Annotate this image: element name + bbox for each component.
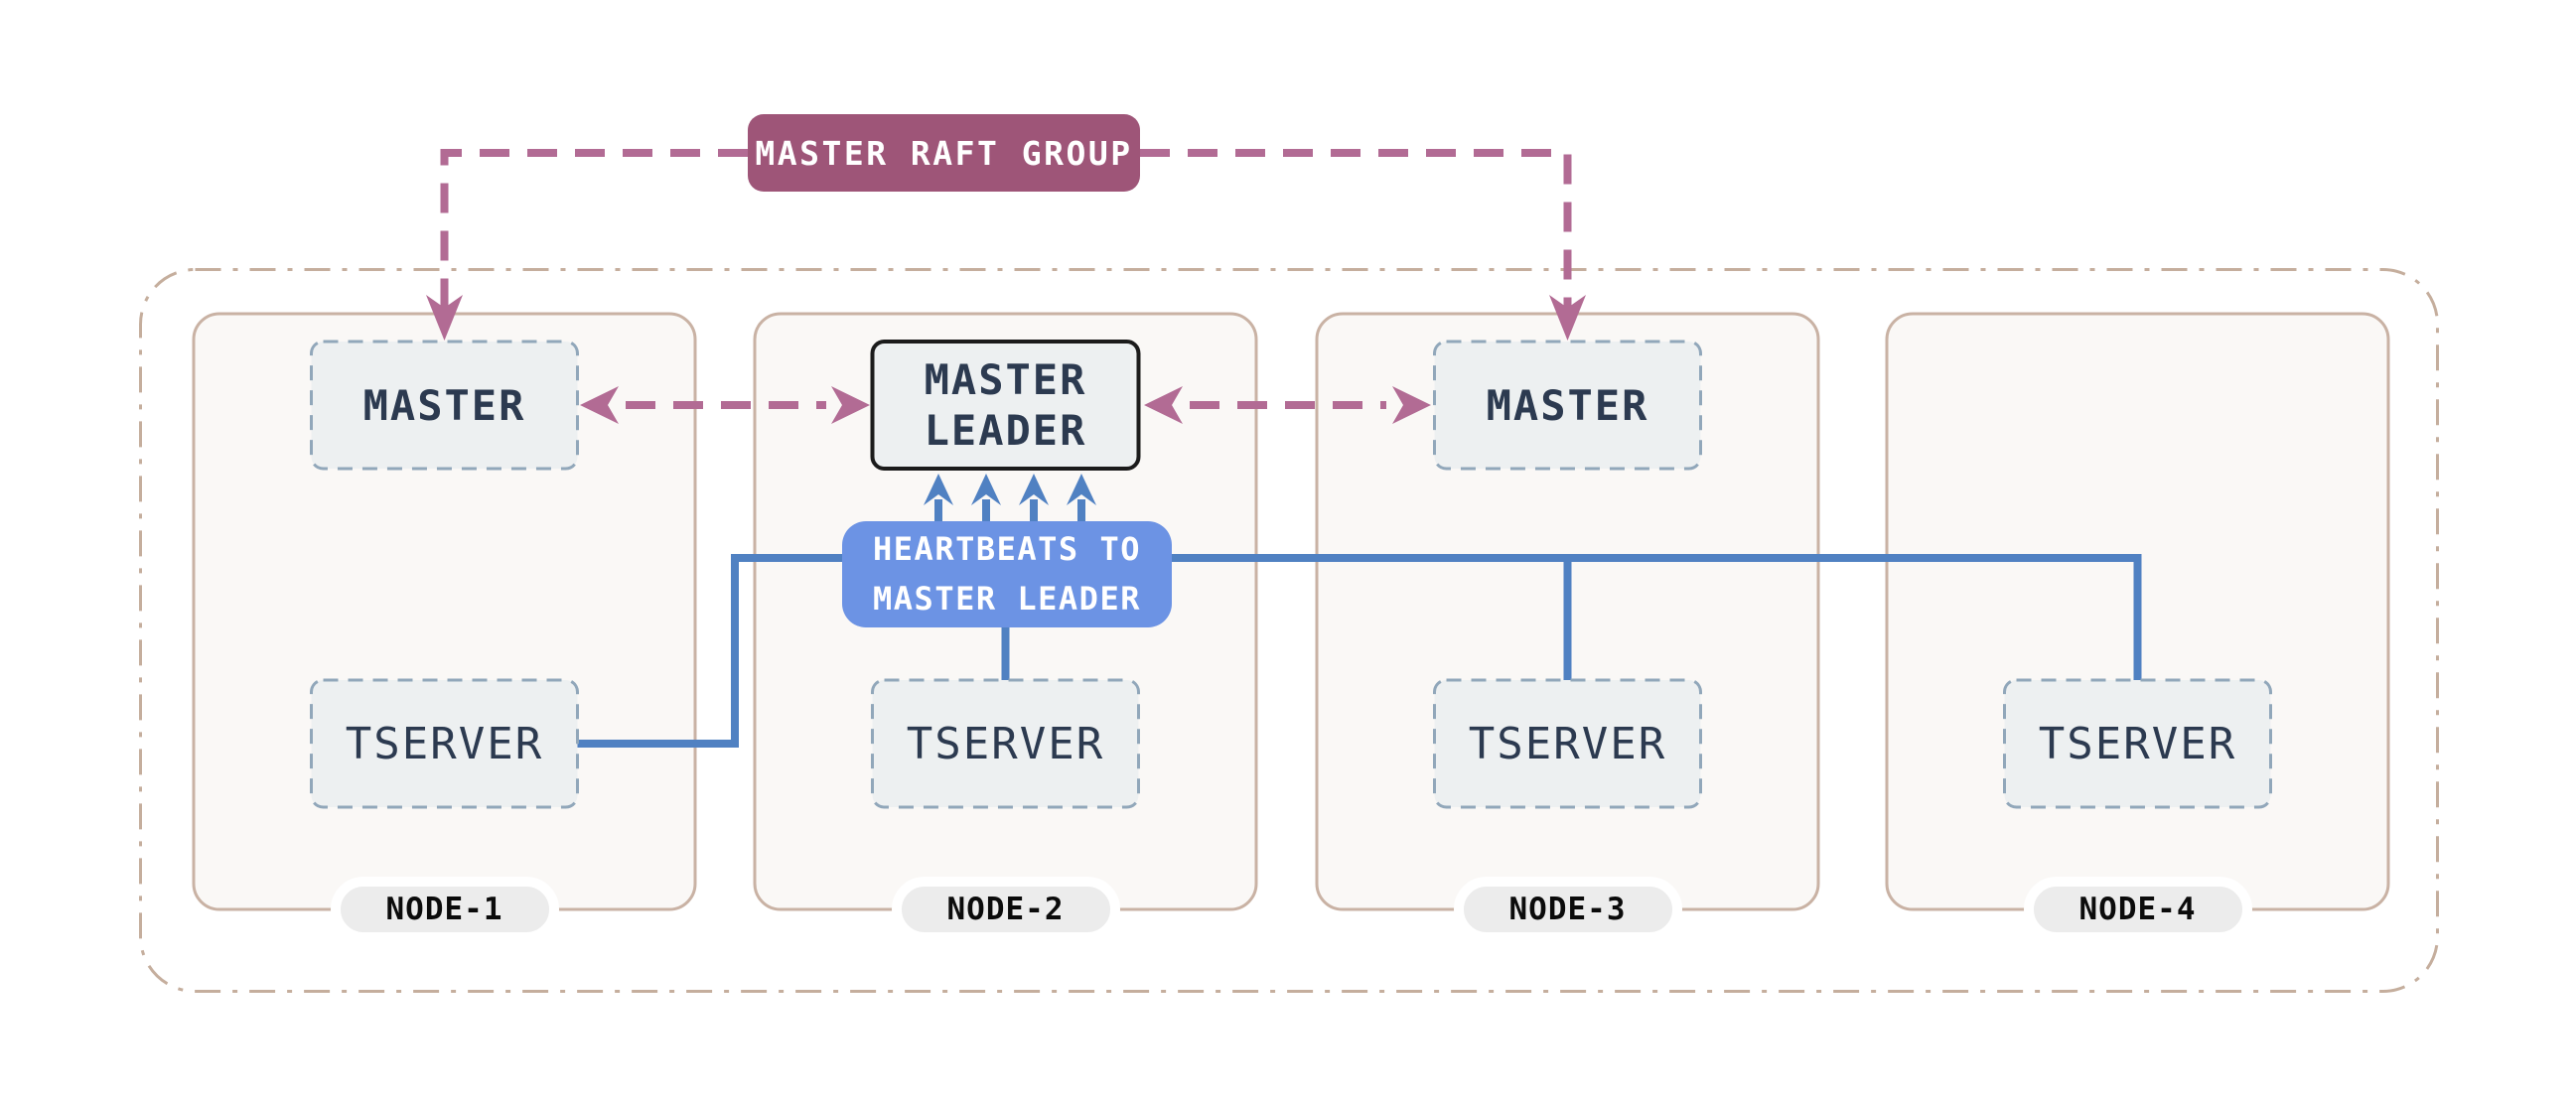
master-leader-text-line1: MASTER (924, 354, 1087, 404)
raft-arrowhead-master1 (426, 295, 463, 341)
master-leader-label: MASTER LEADER (873, 342, 1139, 469)
raft-link-to-master1 (440, 149, 748, 310)
tserver-2-label: TSERVER (873, 680, 1139, 807)
master-3-label: MASTER (1435, 342, 1701, 469)
node-2-name-pill: NODE-2 (891, 877, 1120, 942)
raft-link-to-master3 (1140, 149, 1572, 310)
node-3-name: NODE-3 (1508, 892, 1627, 927)
master-raft-group-badge: MASTER RAFT GROUP (748, 114, 1140, 192)
master-raft-group-label: MASTER RAFT GROUP (755, 133, 1133, 173)
heartbeat-up-arrowhead-4 (1067, 474, 1096, 505)
node-1-name: NODE-1 (385, 892, 503, 927)
tserver-1-text: TSERVER (345, 718, 544, 769)
raft-arrowhead-master3 (1549, 295, 1586, 341)
tserver-3-rect (1433, 678, 1702, 809)
tserver-4-text: TSERVER (2038, 718, 2237, 769)
heartbeat-up-arrowhead-2 (971, 474, 1001, 505)
master1-leader-arrowhead-right (831, 386, 870, 424)
tserver-2-rect (871, 678, 1140, 809)
leader-master3-arrowhead-right (1392, 386, 1431, 424)
master1-leader-arrowhead-left (580, 386, 619, 424)
master-1-label: MASTER (312, 342, 578, 469)
tserver-3-text: TSERVER (1468, 718, 1667, 769)
node-4-name: NODE-4 (2078, 892, 2197, 927)
heartbeats-label-line1: HEARTBEATS TO (873, 529, 1141, 568)
heartbeat-up-arrowhead-1 (924, 474, 953, 505)
master-leader-rect (870, 340, 1141, 471)
heartbeat-up-arrowhead-3 (1019, 474, 1049, 505)
heartbeat-line-tserver4 (1170, 554, 2142, 683)
node-3-name-pill: NODE-3 (1453, 877, 1682, 942)
tserver-3-label: TSERVER (1435, 680, 1701, 807)
cluster-boundary (139, 268, 2439, 993)
master-1-rect (310, 340, 579, 471)
heartbeats-badge: HEARTBEATS TO MASTER LEADER (842, 521, 1172, 627)
heartbeat-line-tserver1 (577, 554, 846, 748)
tserver-4-rect (2003, 678, 2272, 809)
master-3-rect (1433, 340, 1702, 471)
tserver-1-label: TSERVER (312, 680, 578, 807)
tserver-2-text: TSERVER (906, 718, 1105, 769)
master-leader-text-line2: LEADER (924, 406, 1087, 455)
node-2-name: NODE-2 (946, 892, 1065, 927)
node-1-name-pill: NODE-1 (330, 877, 559, 942)
master-1-text: MASTER (362, 380, 526, 430)
master-3-text: MASTER (1486, 380, 1649, 430)
tserver-4-label: TSERVER (2005, 680, 2271, 807)
node-4-name-pill: NODE-4 (2023, 877, 2252, 942)
tserver-1-rect (310, 678, 579, 809)
leader-master3-arrowhead-left (1144, 386, 1183, 424)
heartbeats-label-line2: MASTER LEADER (873, 579, 1141, 618)
